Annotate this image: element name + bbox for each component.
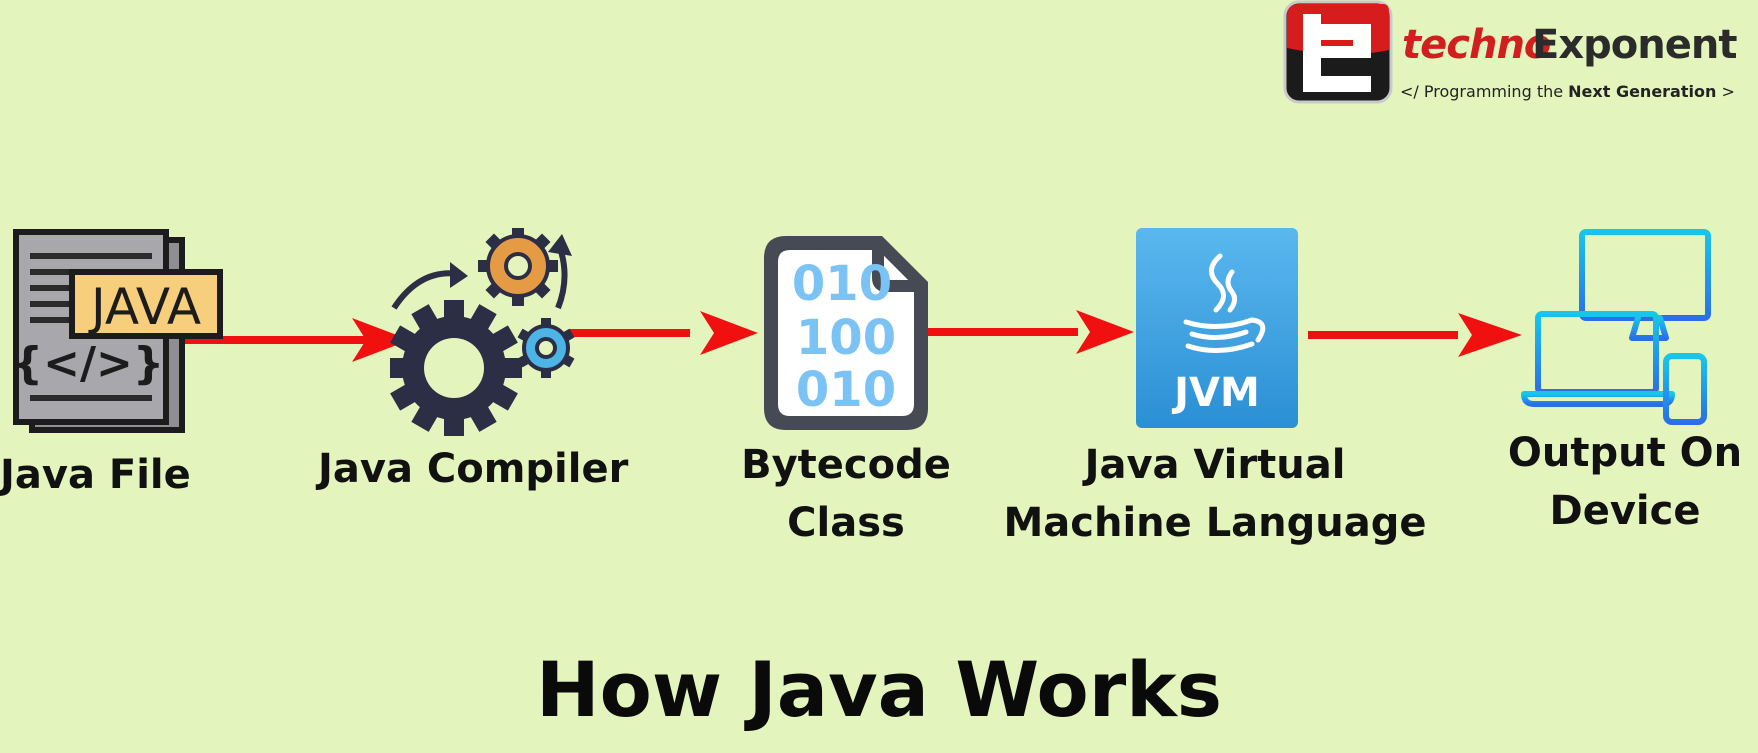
- java-file-icon: JAVA {</>}: [12, 229, 223, 433]
- label-java-file: Java File: [0, 452, 191, 498]
- label-output: Output On Device: [1500, 424, 1750, 540]
- label-output-line1: Output On: [1507, 430, 1743, 476]
- tagline-close: >: [1716, 82, 1735, 101]
- label-bytecode: Bytecode Class: [726, 436, 966, 552]
- label-jvm: Java Virtual Machine Language: [1000, 436, 1430, 552]
- jvm-icon: JVM: [1136, 228, 1298, 428]
- label-bytecode-line2: Class: [787, 500, 905, 546]
- devices-icon: [1521, 229, 1711, 425]
- logo-mark-icon: [1283, 0, 1393, 104]
- label-jvm-line2: Machine Language: [1003, 500, 1427, 546]
- label-bytecode-line1: Bytecode: [741, 442, 951, 488]
- bytecode-file-icon: 010 100 010: [764, 236, 928, 430]
- arrow-3: [928, 310, 1134, 354]
- logo-word-exponent: Exponent: [1532, 22, 1737, 68]
- bytecode-row-1: 010: [792, 256, 892, 312]
- arrow-2: [570, 311, 758, 355]
- logo-word-techno: techno: [1402, 22, 1551, 68]
- arrow-1: [180, 318, 410, 362]
- label-output-line2: Device: [1549, 488, 1701, 534]
- logo-tagline: </ Programming the Next Generation >: [1400, 82, 1735, 101]
- bytecode-row-2: 100: [796, 310, 896, 366]
- compiler-gears-icon: [390, 228, 575, 436]
- tagline-bold: Next Generation: [1568, 82, 1717, 101]
- page-title: How Java Works: [536, 645, 1222, 734]
- arrow-4: [1308, 313, 1522, 357]
- jvm-text: JVM: [1171, 370, 1260, 416]
- bytecode-row-3: 010: [796, 362, 896, 418]
- label-java-compiler: Java Compiler: [318, 446, 629, 492]
- code-symbol-text: {</>}: [12, 338, 164, 389]
- label-jvm-line1: Java Virtual: [1084, 442, 1346, 488]
- java-tag-text: JAVA: [88, 278, 201, 336]
- tagline-open: </: [1400, 82, 1424, 101]
- tagline-plain: Programming the: [1423, 82, 1569, 101]
